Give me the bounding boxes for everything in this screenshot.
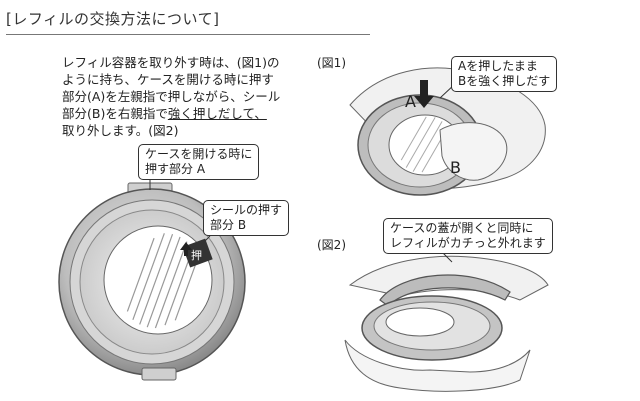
callout-line: ケースの蓋が開くと同時に <box>390 221 534 235</box>
callout-seal-push-point: シールの押す 部分 B <box>203 200 290 236</box>
callout-line: レフィルがカチっと外れます <box>390 236 546 250</box>
instructions-line: 部分(B)を右親指で強く押しだして、 <box>62 105 302 122</box>
callout-line: Bを強く押しだす <box>458 74 551 88</box>
figure2-case-lid <box>379 274 511 307</box>
case-clasp <box>141 367 177 381</box>
seal-push-label: 押 <box>191 248 202 262</box>
instructions-line: 取り外します。(図2) <box>62 123 179 138</box>
seal-arrow-icon <box>180 242 192 256</box>
callout-line: 押す部分 A <box>145 162 206 176</box>
figure2-label: (図2) <box>317 238 346 252</box>
callout-line: シールの押す <box>210 203 283 217</box>
figure1-push-arrow-icon <box>414 80 434 108</box>
seal-push-tab <box>182 238 213 268</box>
figure1-right-thumb <box>439 122 508 181</box>
instructions-line: 部分(A)を左親指で押しながら、シール <box>62 89 281 104</box>
figure1-letter-b: B <box>450 158 461 177</box>
title-divider <box>6 34 370 35</box>
figure2-refill <box>385 307 455 337</box>
callout-line: Aを押したまま <box>458 59 538 73</box>
instructions-emphasis: 強く押しだして、 <box>167 106 267 121</box>
figure1-letter-a: A <box>405 92 416 111</box>
instructions-line: レフィル容器を取り外す時は、(図1)の <box>62 55 280 70</box>
callout-line: ケースを開ける時に <box>145 147 253 161</box>
instructions-line-part: 部分(B)を右親指で <box>62 106 168 121</box>
callout-line: 部分 B <box>210 218 247 232</box>
figure1-callout: Aを押したまま Bを強く押しだす <box>451 56 558 92</box>
instructions-text: レフィル容器を取り外す時は、(図1)の ように持ち、ケースを開ける時に押す 部分… <box>62 54 302 139</box>
figure2-callout: ケースの蓋が開くと同時に レフィルがカチっと外れます <box>383 218 553 254</box>
page-title: [レフィルの交換方法について] <box>6 10 220 28</box>
figure1-label: (図1) <box>317 56 346 70</box>
callout-case-open-point: ケースを開ける時に 押す部分 A <box>138 144 260 180</box>
instructions-line: ように持ち、ケースを開ける時に押す <box>62 72 274 87</box>
figure2-lower-hand <box>344 339 531 392</box>
